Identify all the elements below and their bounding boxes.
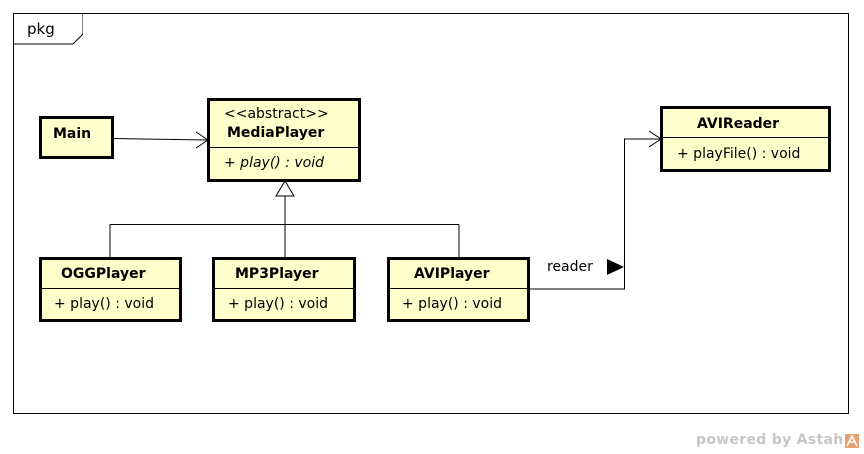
class-main[interactable]: Main — [39, 116, 114, 159]
class-stereotype: <<abstract>> — [224, 106, 329, 122]
role-direction-arrow — [607, 259, 624, 275]
class-avi-reader[interactable]: AVIReader + playFile() : void — [660, 106, 831, 172]
package-frame — [13, 13, 849, 414]
class-mp3-player[interactable]: MP3Player + play() : void — [212, 257, 356, 322]
class-name: MediaPlayer — [227, 125, 325, 141]
package-tab — [13, 13, 83, 45]
class-name: OGGPlayer — [61, 266, 146, 282]
association-role-label: reader — [547, 259, 593, 275]
class-media-player[interactable]: <<abstract>> MediaPlayer + play() : void — [207, 98, 361, 182]
class-avi-player[interactable]: AVIPlayer + play() : void — [387, 257, 530, 322]
class-separator — [215, 288, 353, 289]
class-name: Main — [53, 126, 92, 142]
class-name: MP3Player — [235, 266, 319, 282]
class-operation: + playFile() : void — [677, 146, 801, 162]
class-ogg-player[interactable]: OGGPlayer + play() : void — [39, 257, 182, 322]
class-separator — [663, 137, 828, 138]
class-name: AVIPlayer — [414, 266, 490, 282]
powered-by-label: powered by Astah — [696, 432, 844, 448]
class-operation: + play() : void — [402, 296, 502, 312]
inheritance-triangle — [275, 180, 295, 197]
class-separator — [210, 147, 358, 148]
class-operation: + play() : void — [228, 296, 328, 312]
class-separator — [42, 288, 179, 289]
astah-logo-icon — [845, 434, 859, 448]
class-operation: + play() : void — [54, 296, 154, 312]
class-operation: + play() : void — [224, 155, 324, 171]
package-label: pkg — [27, 20, 55, 38]
edge-main-to-mediaplayer — [112, 131, 209, 149]
class-separator — [390, 288, 527, 289]
edge-generalization — [109, 180, 460, 257]
class-name: AVIReader — [697, 116, 780, 132]
